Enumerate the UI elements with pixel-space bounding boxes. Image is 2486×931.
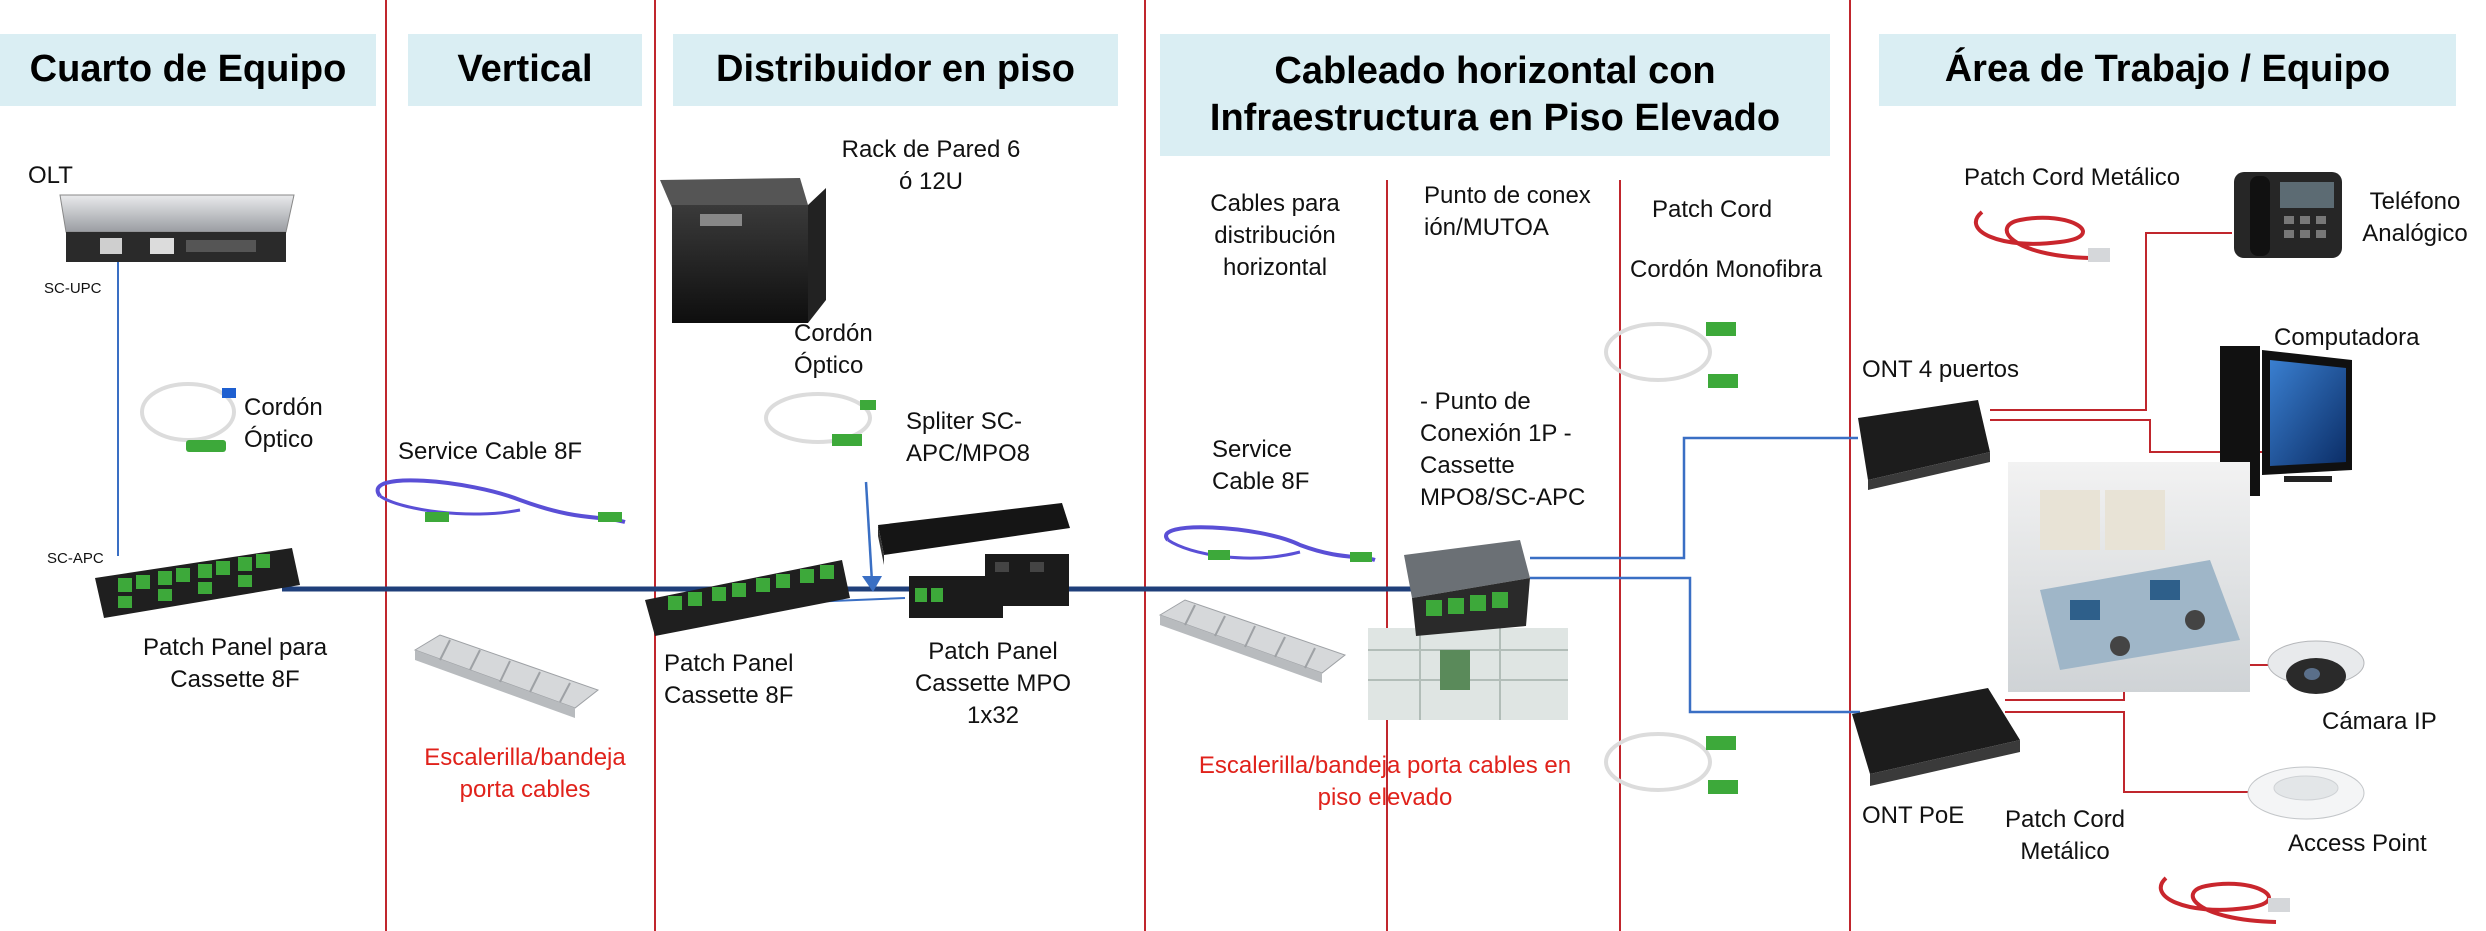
fiber-patch-cord-icon-4: [1604, 732, 1738, 794]
punto-detalle-label: - Punto de Conexión 1P - Cassette MPO8/S…: [1420, 388, 1586, 511]
header-area-trabajo: Área de Trabajo / Equipo: [1879, 34, 2456, 106]
mutoa-box-icon: [1404, 540, 1530, 636]
patch-panel-cassette-8f-label: Patch Panel Cassette 8F: [664, 650, 794, 709]
section-dividers: [385, 0, 1851, 931]
olt-label: OLT: [28, 162, 73, 189]
patch-panel-mpo-label: Patch Panel Cassette MPO 1x32: [914, 638, 1072, 729]
ont-icon: [1858, 400, 1990, 490]
cordon-optico-label-2: Cordón Óptico: [794, 320, 873, 379]
header-distribuidor-piso: Distribuidor en piso: [673, 34, 1118, 106]
cordon-monofibra-label: Cordón Monofibra: [1630, 256, 1823, 283]
rack-pared-label: Rack de Pared 6 ó 12U: [841, 136, 1021, 195]
patch-cord-metalico-label-1: Patch Cord Metálico: [1964, 164, 2181, 191]
splitter-arrow-head: [862, 576, 882, 592]
sc-upc-label: SC-UPC: [44, 280, 102, 297]
wall-rack-icon: [660, 178, 826, 323]
patch-cord-label: Patch Cord: [1652, 196, 1773, 223]
splitter-panel-icon: [878, 503, 1070, 618]
patch-panel-8f-label: Patch Panel para Cassette 8F: [142, 634, 328, 693]
cable-tray-icon: [413, 634, 600, 718]
cable-tray-icon-2: [1158, 599, 1347, 683]
ont-4-label: ONT 4 puertos: [1862, 356, 2019, 383]
service-cable-icon-2: [1164, 525, 1376, 562]
sc-apc-label: SC-APC: [47, 550, 104, 567]
service-cable-icon: [375, 478, 626, 524]
office-photo-icon: [2008, 462, 2250, 692]
cables-distribucion-label: Cables para distribución horizontal: [1210, 190, 1340, 281]
escalerilla-label-1: Escalerilla/bandeja porta cables: [424, 744, 626, 803]
escalerilla-label-2: Escalerilla/bandeja porta cables en piso…: [1198, 752, 1572, 811]
computadora-label: Computadora: [2274, 324, 2420, 351]
ont-poe-icon: [1852, 688, 2020, 786]
patch-cord-metalico-label-2: Patch Cord Metálico: [2004, 806, 2126, 865]
camera-icon: [2267, 640, 2365, 694]
ont-poe-label: ONT PoE: [1862, 802, 1965, 829]
spliter-label: Spliter SC-APC/MPO8: [906, 408, 1031, 467]
camara-label: Cámara IP: [2322, 708, 2437, 735]
fiber-patch-cord-icon-3: [1604, 322, 1738, 388]
phone-icon: [2234, 172, 2342, 258]
service-cable-label-1: Service Cable 8F: [398, 438, 583, 465]
splitter-arrow-line: [864, 481, 874, 583]
telefono-label: Teléfono Analógico: [2362, 188, 2468, 247]
raised-floor-photo-icon: [1368, 628, 1568, 720]
access-point-label: Access Point: [2288, 830, 2427, 857]
punto-conexion-label: Punto de conexión/MUTOA: [1424, 182, 1591, 241]
header-cuarto-equipo: Cuarto de Equipo: [0, 34, 376, 106]
olt-device-icon: [59, 194, 295, 262]
fiber-link-ont4: [1530, 436, 1858, 560]
copper-patch-cord-icon: [1973, 210, 2110, 262]
cordon-optico-label-1: Cordón Óptico: [244, 394, 323, 453]
access-point-icon: [2247, 766, 2365, 820]
service-cable-label-2: Service Cable 8F: [1212, 436, 1310, 495]
copper-patch-cord-icon-2: [2158, 876, 2290, 924]
fiber-link-ontpoe: [1530, 576, 1860, 714]
patch-panel-icon: [95, 548, 300, 618]
fiber-patch-cord-icon: [140, 382, 236, 452]
header-cableado-horizontal: Cableado horizontal con Infraestructura …: [1160, 34, 1830, 156]
header-vertical: Vertical: [408, 34, 642, 106]
fiber-patch-cord-icon-2: [764, 392, 876, 446]
patch-panel-icon-2: [645, 560, 850, 636]
